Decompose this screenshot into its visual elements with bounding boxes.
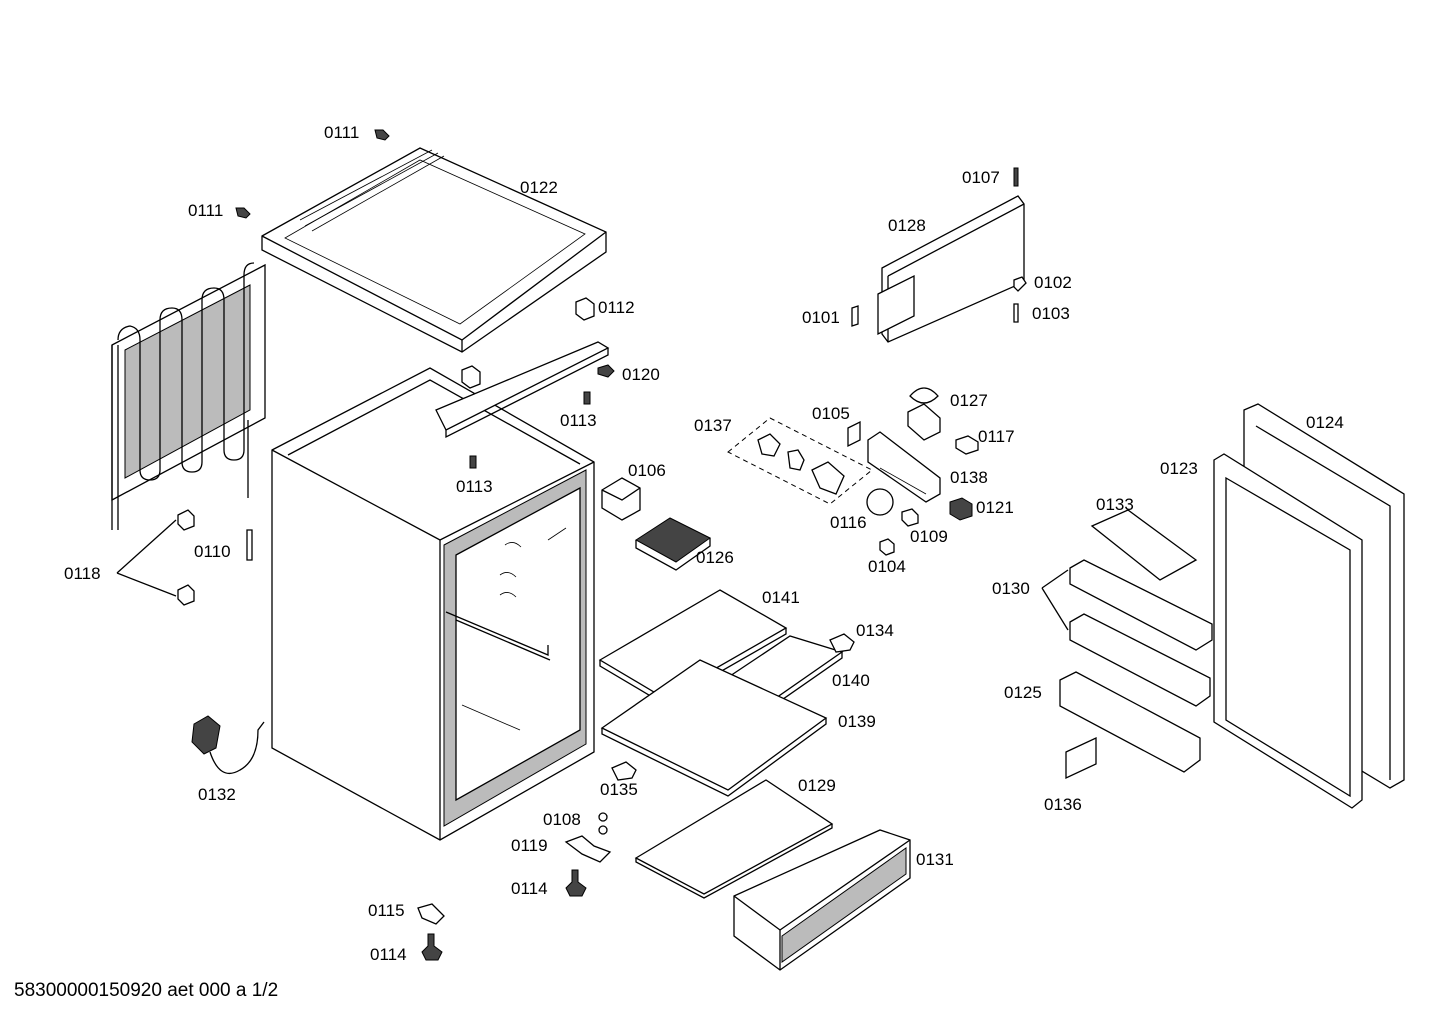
label-0119: 0119: [511, 836, 548, 855]
label-0110: 0110: [194, 542, 231, 561]
label-0128: 0128: [888, 216, 926, 235]
label-0136: 0136: [1044, 795, 1082, 814]
label-0138: 0138: [950, 468, 988, 487]
label-0114-upper: 0114: [511, 879, 548, 898]
crisper-drawer-part: [733, 829, 911, 971]
label-0131: 0131: [916, 850, 954, 869]
label-0114-lower: 0114: [370, 945, 407, 964]
label-0111-lower: 0111: [188, 201, 223, 220]
label-0105: 0105: [812, 404, 850, 423]
power-cord-part: [191, 715, 265, 775]
label-0109: 0109: [910, 527, 948, 546]
label-0123: 0123: [1160, 459, 1198, 478]
freezer-door-part: [851, 167, 1027, 343]
adjustable-foot-part: [417, 812, 612, 961]
screw-icon: [235, 129, 390, 219]
label-0101: 0101: [802, 308, 840, 327]
door-shelf-part: [1041, 509, 1213, 780]
label-0130: 0130: [992, 579, 1030, 598]
label-0125: 0125: [1004, 683, 1042, 702]
ice-tray-part: [635, 517, 711, 571]
label-0129: 0129: [798, 776, 836, 795]
label-0107: 0107: [962, 168, 1000, 187]
top-rail-part: [435, 297, 615, 469]
label-0126: 0126: [696, 548, 734, 567]
label-0127: 0127: [950, 391, 988, 410]
label-0102: 0102: [1034, 273, 1072, 292]
label-0133: 0133: [1096, 495, 1134, 514]
label-0116: 0116: [830, 513, 867, 532]
label-0120: 0120: [622, 365, 660, 384]
label-0115: 0115: [368, 901, 405, 920]
label-0139: 0139: [838, 712, 876, 731]
label-0103: 0103: [1032, 304, 1070, 323]
label-0113-upper: 0113: [560, 411, 597, 430]
bumper-part: [116, 509, 195, 606]
label-0140: 0140: [832, 671, 870, 690]
shelf-clip-part: [611, 633, 855, 781]
document-code: 58300000150920 aet 000 a 1/2: [14, 980, 279, 1001]
thermostat-kit-part: [727, 417, 873, 505]
thermostat-housing-part: [847, 387, 979, 556]
label-0135: 0135: [600, 780, 638, 799]
condenser-coil-part: [111, 262, 266, 530]
cabinet-body-part: [271, 367, 595, 841]
label-0132: 0132: [198, 785, 236, 804]
label-0118: 0118: [64, 564, 101, 583]
label-0112: 0112: [598, 298, 635, 317]
label-0137: 0137: [694, 416, 732, 435]
drain-tube-part: [246, 529, 253, 561]
label-0104: 0104: [868, 557, 906, 576]
label-0122: 0122: [520, 178, 558, 197]
top-cover-part: [261, 147, 607, 353]
label-0111-upper: 0111: [324, 123, 359, 142]
label-0141: 0141: [762, 588, 800, 607]
label-0134: 0134: [856, 621, 894, 640]
glass-shelf-part: [598, 589, 844, 899]
label-0113-lower: 0113: [456, 477, 493, 496]
label-0121: 0121: [976, 498, 1014, 517]
label-0108: 0108: [543, 810, 581, 829]
bracket-part: [601, 477, 641, 521]
label-0124: 0124: [1306, 413, 1344, 432]
label-0117: 0117: [978, 427, 1015, 446]
refrigerator-door-part: [1213, 403, 1405, 809]
label-0106: 0106: [628, 461, 666, 480]
